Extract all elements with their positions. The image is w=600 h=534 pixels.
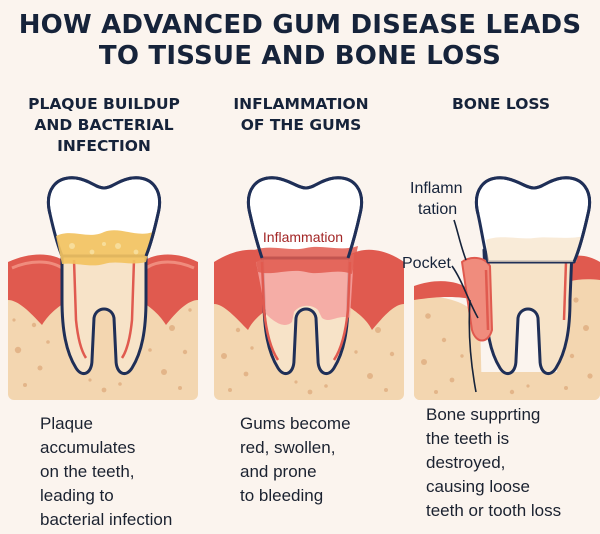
panel-plaque (8, 176, 198, 400)
tooth-crown (247, 176, 363, 260)
gum (348, 249, 404, 330)
stage-1-caption: Plaque accumulates on the teeth, leading… (40, 414, 173, 529)
stage-1-heading: PLAQUE BUILDUP AND BACTERIAL INFECTION (28, 95, 180, 155)
gum (8, 254, 68, 325)
stage-3-caption: Bone supprting the teeth is destroyed, c… (426, 405, 562, 520)
title-line-2: TO TISSUE AND BONE LOSS (98, 41, 502, 71)
inflamed-band (254, 246, 358, 274)
title-block: HOW ADVANCED GUM DISEASE LEADS TO TISSUE… (0, 10, 600, 72)
bone-dots (421, 297, 593, 395)
stage-2-heading: INFLAMMATION OF THE GUMS (233, 95, 369, 134)
title-line-1: HOW ADVANCED GUM DISEASE LEADS (18, 10, 582, 40)
stage-3-heading: BONE LOSS (451, 95, 551, 113)
bone-loss-leader (468, 299, 477, 393)
inflammation-callout-line-1: Inflamn (410, 180, 462, 197)
inflammation-label: Inflammation (263, 229, 343, 245)
panel-inflammation: Inflammation (214, 176, 404, 400)
stage-2-caption: Gums become red, swollen, and prone to b… (240, 414, 351, 505)
tooth-root (482, 248, 574, 376)
tooth-root (60, 246, 148, 376)
gum (414, 281, 474, 300)
pocket-callout: Pocket (402, 255, 451, 272)
pocket-leader (451, 265, 479, 319)
gum (214, 249, 272, 330)
periodontal-pocket (460, 256, 494, 342)
plaque-deposit (56, 230, 153, 266)
gum (140, 254, 198, 325)
panel-bone-loss: Inflamn tation Pocket (402, 176, 600, 400)
inflammation-leader (453, 219, 467, 261)
inflammation-callout-line-2: tation (418, 201, 457, 218)
